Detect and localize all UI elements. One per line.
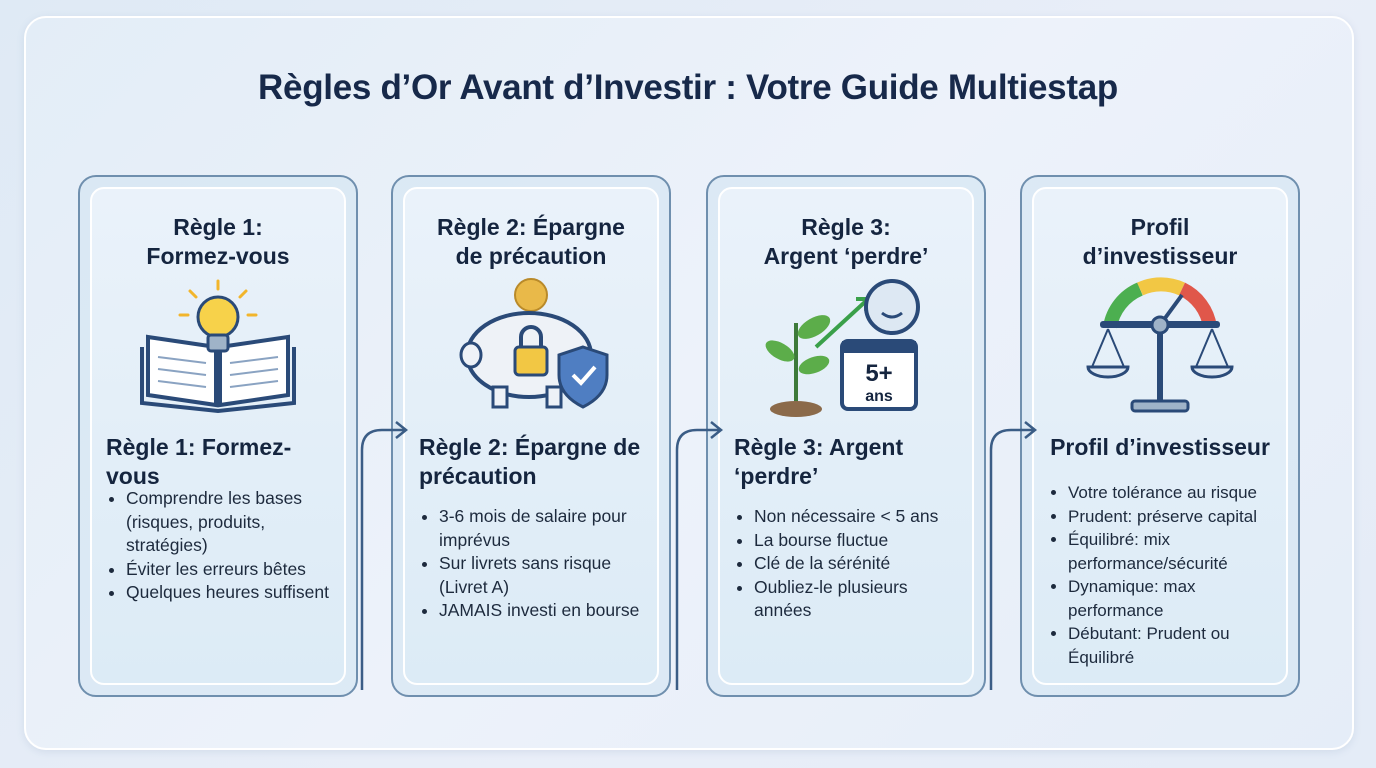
bullet-item: Oubliez-le plusieurs années [754,576,966,623]
card-heading: Règle 3: Argent ‘perdre’ [763,214,929,269]
bullet-item: JAMAIS investi en bourse [439,599,651,623]
card-subheading: Règle 3: Argent ‘perdre’ [734,434,904,489]
bullet-item: Clé de la sérénité [754,552,966,576]
arrow-connector-2-3 [675,421,724,690]
bullet-list: Non nécessaire < 5 ans La bourse fluctue… [736,505,966,623]
bullet-item: La bourse fluctue [754,529,966,553]
bullet-item: Débutant: Prudent ou Équilibré [1068,622,1280,669]
bullet-list: Comprendre les bases (risques, produits,… [108,487,338,605]
bullet-list: Votre tolérance au risque Prudent: prése… [1050,481,1280,669]
bullet-item: Dynamique: max performance [1068,575,1280,622]
card-subheading: Règle 2: Épargne de précaution [419,434,641,489]
card-subheading: Profil d’investisseur [1050,434,1270,460]
bullet-item: Prudent: préserve capital [1068,505,1280,529]
calendar-text: 5+ [865,360,892,387]
bullet-item: Non nécessaire < 5 ans [754,505,966,529]
page-title: Règles d’Or Avant d’Investir : Votre Gui… [258,68,1118,107]
card-investor-profile: Profil d’investisseur Profil d’investiss… [1020,175,1300,697]
bullet-item: Quelques heures suffisent [126,581,338,605]
piggy-bank-lock-shield-icon [459,278,609,409]
bullet-item: Comprendre les bases (risques, produits,… [126,487,338,558]
bullet-item: 3-6 mois de salaire pour imprévus [439,505,651,552]
bullet-item: Éviter les erreurs bêtes [126,558,338,582]
svg-text:ans: ans [865,388,893,405]
bullet-item: Sur livrets sans risque (Livret A) [439,552,651,599]
bullet-item: Équilibré: mix performance/sécurité [1068,528,1280,575]
card-rule-1: Règle 1: Formez-vous Règle 1: Formez-vou… [78,175,358,697]
plant-calendar-icon: 5+ ans [765,279,920,417]
card-heading: Règle 2: Épargne de précaution [437,214,625,269]
arrow-connector-1-2 [360,421,409,690]
card-rule-3: Règle 3: Argent ‘perdre’ 5+ ans Règle 3:… [706,175,986,697]
card-rule-2: Règle 2: Épargne de précaution Règle 2: … [391,175,671,697]
card-heading: Règle 1: Formez-vous [146,214,290,269]
arrow-connector-3-4 [989,421,1038,690]
bullet-list: 3-6 mois de salaire pour imprévus Sur li… [421,505,651,623]
card-heading: Profil d’investisseur [1082,214,1238,269]
gauge-scale-icon [1086,277,1234,413]
card-subheading: Règle 1: Formez-vous [106,434,292,489]
bullet-item: Votre tolérance au risque [1068,481,1280,505]
book-lightbulb-icon [140,279,296,414]
